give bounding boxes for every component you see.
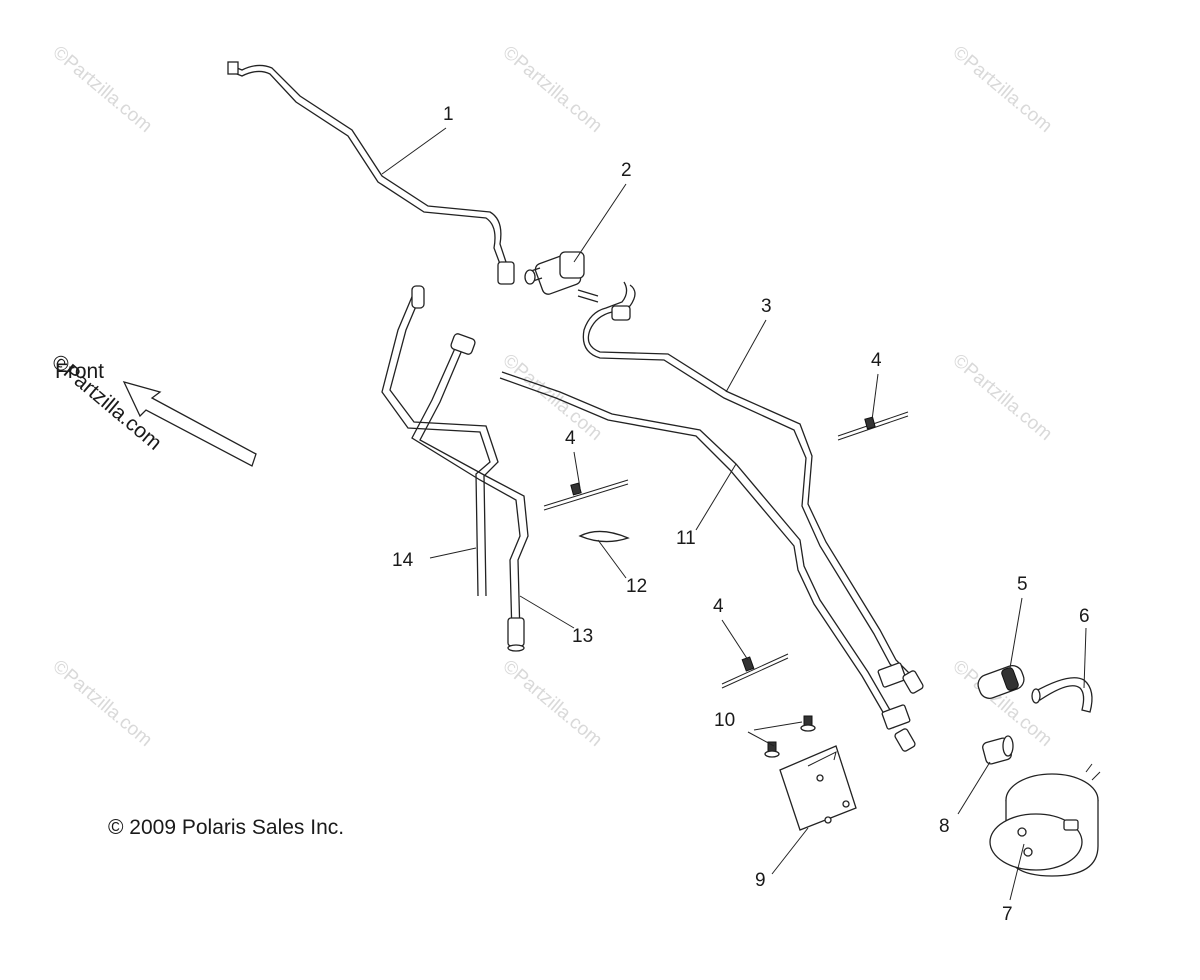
leader-2 xyxy=(573,183,627,263)
callout-3: 3 xyxy=(761,296,772,317)
callout-9: 9 xyxy=(755,870,766,891)
leader-4b xyxy=(871,373,879,421)
callout-4: 4 xyxy=(565,428,576,449)
callout-5: 5 xyxy=(1017,574,1028,595)
tube-part-3 xyxy=(582,281,924,694)
hose-part-13 xyxy=(411,333,529,652)
leader-8 xyxy=(957,761,991,815)
leader-13 xyxy=(519,595,575,629)
leader-6 xyxy=(1083,627,1087,689)
leader-9 xyxy=(771,827,809,875)
leader-12 xyxy=(597,539,627,579)
leader-1 xyxy=(381,127,447,175)
clamp-part-12 xyxy=(578,530,630,543)
leader-5 xyxy=(1009,597,1023,669)
bolt-part-10 xyxy=(764,715,816,758)
callout-12: 12 xyxy=(626,576,648,597)
front-arrow xyxy=(122,380,257,467)
leader-11 xyxy=(695,463,737,531)
callout-8: 8 xyxy=(939,816,950,837)
canister-part-7 xyxy=(989,763,1101,877)
callout-7: 7 xyxy=(1002,904,1013,925)
leader-10b xyxy=(753,721,803,731)
leader-4c xyxy=(721,619,749,661)
callout-4: 4 xyxy=(871,350,882,371)
bracket-part-9 xyxy=(779,745,857,831)
clip-part-4c xyxy=(721,653,789,689)
callout-6: 6 xyxy=(1079,606,1090,627)
valve-part-2 xyxy=(524,251,599,303)
clip-part-4a xyxy=(543,479,629,511)
tube-part-1 xyxy=(227,61,515,285)
callout-1: 1 xyxy=(443,104,454,125)
leader-7 xyxy=(1009,843,1025,901)
callout-11: 11 xyxy=(676,528,696,549)
leader-14 xyxy=(429,547,477,559)
leader-3 xyxy=(725,319,767,393)
callout-14: 14 xyxy=(392,550,414,571)
leader-10a xyxy=(747,731,775,747)
tube-part-11 xyxy=(499,371,916,752)
copyright-notice: © 2009 Polaris Sales Inc. xyxy=(108,816,345,839)
clip-part-4b xyxy=(837,411,909,441)
front-label: Front xyxy=(55,360,105,383)
callout-13: 13 xyxy=(572,626,594,647)
hose-part-6 xyxy=(1033,677,1093,713)
fitting-part-5 xyxy=(977,665,1025,699)
filter-part-8 xyxy=(982,735,1014,765)
callout-4: 4 xyxy=(713,596,724,617)
callout-2: 2 xyxy=(621,160,632,181)
leader-4a xyxy=(573,451,581,489)
callout-10: 10 xyxy=(714,710,736,731)
